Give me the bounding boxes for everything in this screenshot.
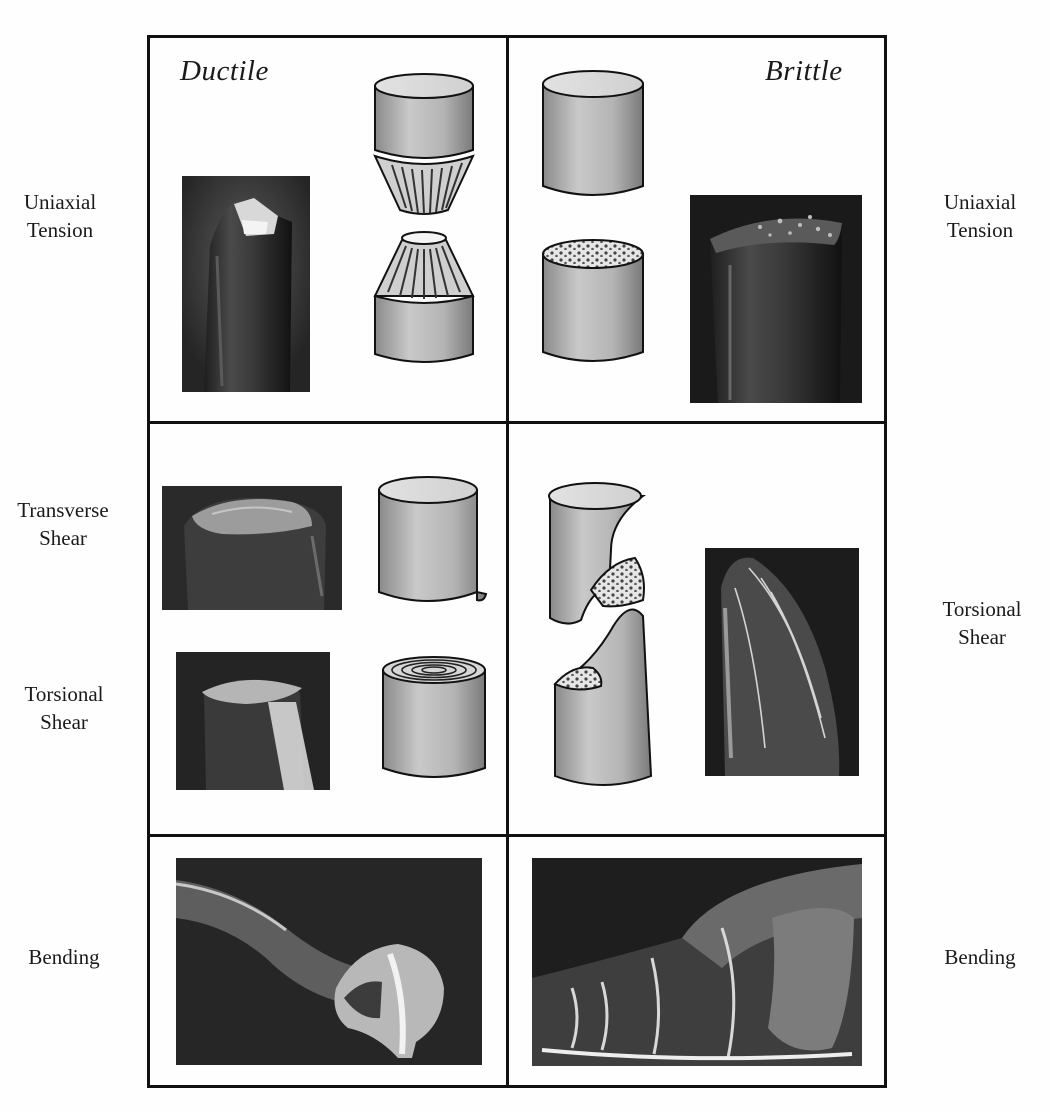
left-label-transverse-shear: Transverse Shear bbox=[17, 498, 109, 550]
column-title-ductile: Ductile bbox=[180, 55, 269, 87]
row-divider-2 bbox=[147, 834, 887, 837]
ductile-tension-photo bbox=[182, 176, 310, 392]
ductile-transverse-shear-photo bbox=[162, 486, 342, 610]
ductile-torsional-shear-drawing bbox=[382, 656, 486, 778]
right-label-uniaxial-tension: Uniaxial Tension bbox=[943, 190, 1017, 242]
row-divider-1 bbox=[147, 421, 887, 424]
left-label-uniaxial-tension: Uniaxial Tension bbox=[23, 190, 97, 242]
right-label-torsional-shear: Torsional Shear bbox=[942, 597, 1022, 649]
brittle-bending-photo bbox=[532, 858, 862, 1066]
ductile-transverse-shear-drawing bbox=[378, 476, 488, 602]
left-label-bending: Bending bbox=[28, 945, 100, 969]
brittle-tension-drawing bbox=[542, 70, 644, 362]
brittle-tension-photo bbox=[690, 195, 862, 403]
column-title-brittle: Brittle bbox=[765, 55, 843, 87]
diagram-frame bbox=[147, 35, 887, 1088]
column-divider bbox=[506, 35, 509, 1088]
right-label-bending: Bending bbox=[944, 945, 1016, 969]
ductile-bending-photo bbox=[176, 858, 482, 1065]
brittle-torsional-shear-drawing bbox=[548, 482, 653, 786]
brittle-torsional-shear-photo bbox=[705, 548, 859, 776]
left-label-torsional-shear: Torsional Shear bbox=[24, 682, 104, 734]
ductile-cup-cone-drawing bbox=[373, 73, 475, 363]
ductile-torsional-shear-photo bbox=[176, 652, 330, 790]
